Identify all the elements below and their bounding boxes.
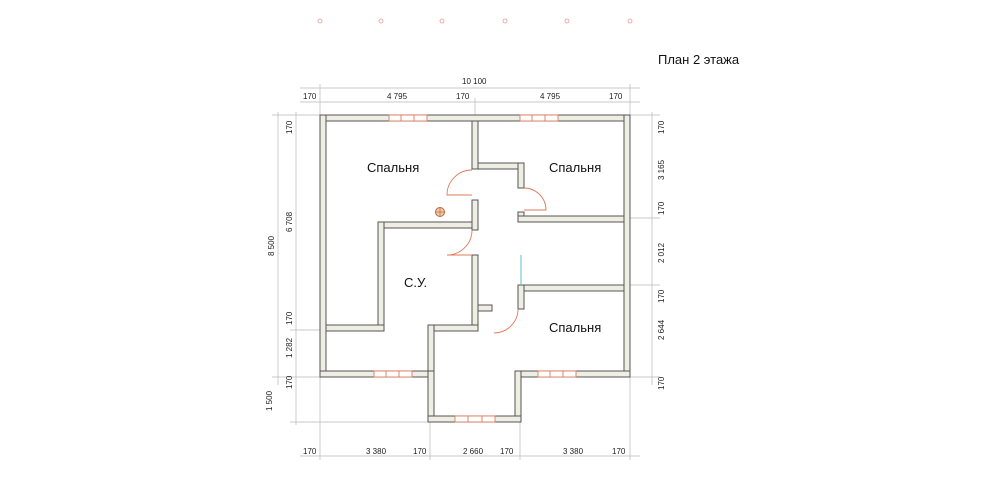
windows (373, 114, 577, 423)
dim-bottom-6: 170 (612, 447, 626, 456)
door-bedroom-se (493, 308, 519, 334)
page-title: План 2 этажа (658, 52, 740, 67)
dim-right-3: 2 012 (657, 242, 666, 263)
room-label-bathroom: С.У. (404, 275, 427, 290)
room-label-bedroom-nw: Спальня (367, 160, 419, 175)
dim-top-1: 4 795 (387, 92, 408, 101)
dim-top-total: 10 100 (462, 77, 487, 86)
dim-left-3: 1 282 (285, 337, 294, 358)
window-top-left (388, 114, 428, 122)
dim-right-1: 3 165 (657, 159, 666, 180)
room-label-bedroom-se: Спальня (549, 320, 601, 335)
dim-top-3: 4 795 (540, 92, 561, 101)
door-bedroom-ne (523, 187, 547, 211)
dim-right-5: 2 644 (657, 319, 666, 340)
dim-top-4: 170 (609, 92, 623, 101)
dim-right-4: 170 (657, 289, 666, 303)
dim-left-2: 170 (285, 311, 294, 325)
dim-left-0: 170 (285, 120, 294, 134)
dim-bottom-2: 170 (413, 447, 427, 456)
top-markers (317, 18, 633, 24)
dim-left-1: 6 708 (285, 211, 294, 232)
door-bathroom (446, 229, 473, 256)
dimension-lines (272, 84, 660, 460)
window-bottom-right (537, 370, 577, 378)
window-bay (454, 415, 496, 423)
window-bottom-left (373, 370, 413, 378)
dim-right-0: 170 (657, 120, 666, 134)
doors (446, 169, 547, 334)
dim-left-total: 8 500 (267, 235, 276, 256)
column-symbol (435, 207, 445, 217)
dim-bottom-0: 170 (303, 447, 317, 456)
dim-right-2: 170 (657, 201, 666, 215)
dim-bottom-5: 3 380 (563, 447, 584, 456)
dim-right-6: 170 (657, 376, 666, 390)
dim-top-2: 170 (456, 92, 470, 101)
door-bedroom-nw (446, 169, 473, 196)
dim-bottom-3: 2 660 (463, 447, 484, 456)
dim-top-0: 170 (303, 92, 317, 101)
dim-left-4: 170 (285, 375, 294, 389)
dim-bottom-1: 3 380 (366, 447, 387, 456)
dim-left-5: 1 500 (265, 390, 274, 411)
room-label-bedroom-ne: Спальня (549, 160, 601, 175)
dim-bottom-4: 170 (500, 447, 514, 456)
window-top-right (519, 114, 559, 122)
